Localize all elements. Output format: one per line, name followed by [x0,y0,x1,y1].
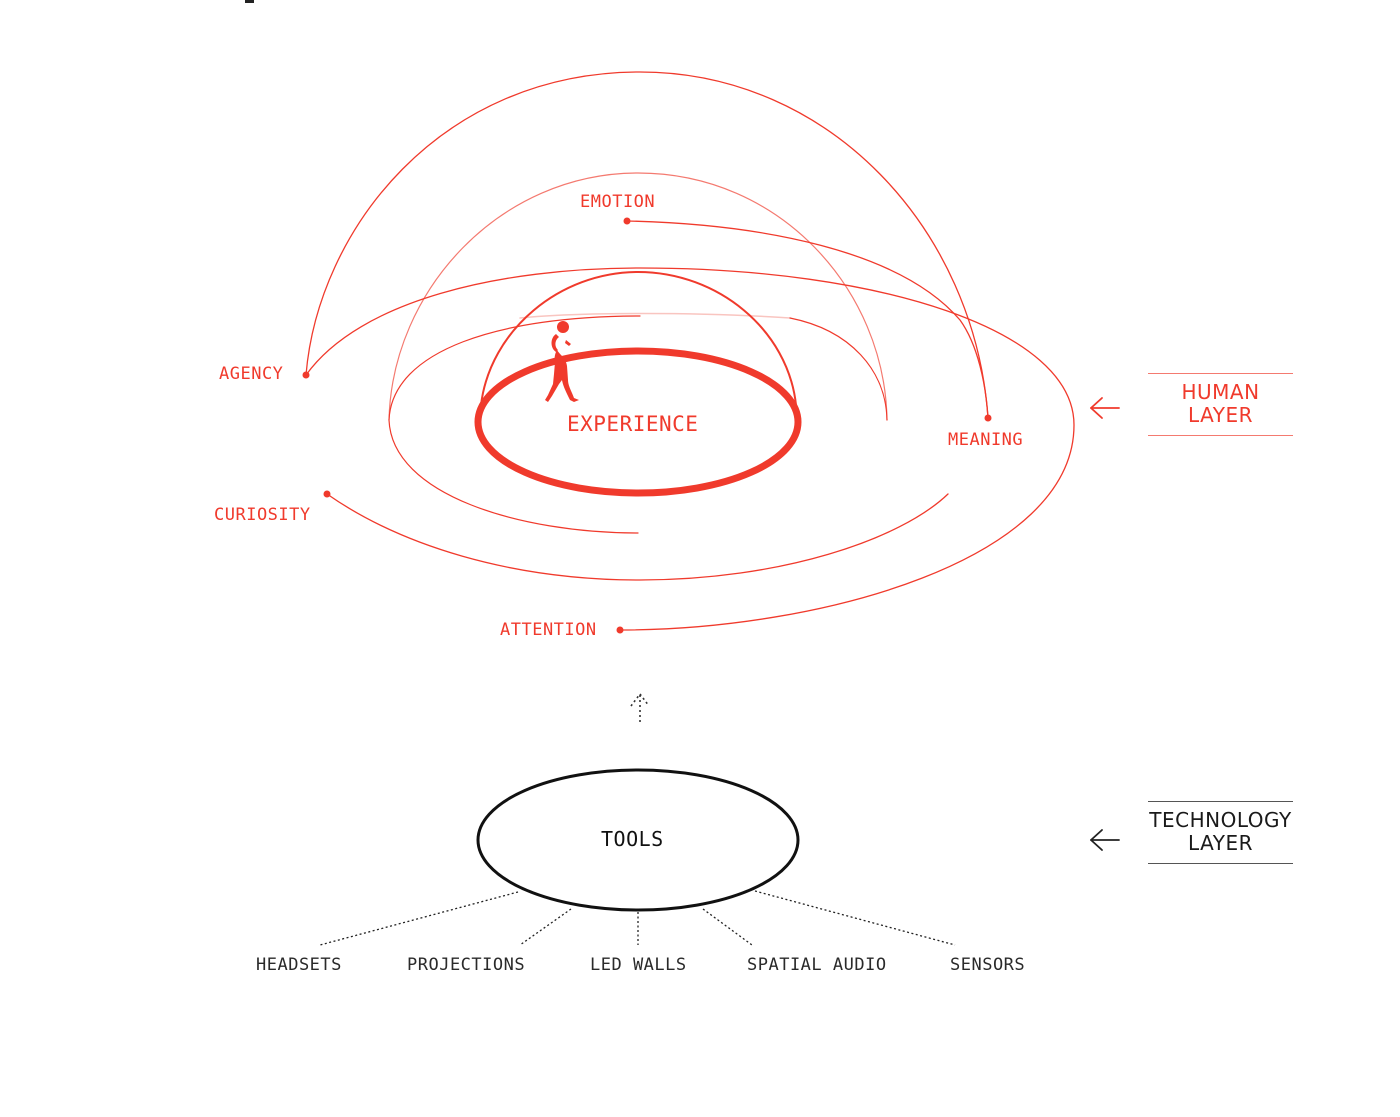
technology-layer-legend: TECHNOLOGY LAYER [1148,801,1293,864]
inner-orbit-top-faint [519,312,791,319]
human-layer-left-arrow-icon [1090,397,1120,419]
spatial-audio-connector [702,908,753,946]
inner-orbit-right [789,317,888,421]
sensors-label: SENSORS [950,955,1026,975]
meaning-label: MEANING [948,430,1024,450]
sensors-connector [754,890,956,946]
technology-layer-legend-line1: TECHNOLOGY [1149,808,1292,832]
emotion-meaning-curve [626,220,989,419]
tools-ellipse [476,768,800,912]
curiosity-dot [323,490,331,498]
technology-layer-left-arrow-icon [1090,829,1120,851]
top-edge-mark [245,0,254,3]
emotion-label: EMOTION [580,192,656,212]
human-layer-legend-line2: LAYER [1188,403,1253,427]
walking-person-icon [545,321,579,402]
headsets-connector [319,891,519,946]
inner-orbit-bottom [388,419,639,534]
agency-label: AGENCY [219,364,284,384]
attention-label: ATTENTION [500,620,597,640]
headsets-label: HEADSETS [256,955,342,975]
projections-label: PROJECTIONS [407,955,526,975]
attention-dot [616,626,624,634]
dotted-up-arrow-icon [630,692,650,722]
experience-dome [480,270,797,406]
technology-layer-legend-line2: LAYER [1188,831,1253,855]
experience-label: EXPERIENCE [567,412,699,436]
inner-orbit-left [388,315,641,421]
curiosity-orbit [326,493,949,581]
technology-layer-graphic [319,768,956,946]
emotion-dot [623,217,631,225]
agency-dot [302,371,310,379]
tools-label: TOOLS [601,827,664,851]
meaning-dot [984,414,992,422]
led-walls-label: LED WALLS [590,955,687,975]
agency-meaning-arch [305,71,989,419]
curiosity-label: CURIOSITY [214,505,311,525]
projections-connector [519,908,572,946]
human-layer-legend: HUMAN LAYER [1148,373,1293,436]
mid-dome-arc [388,172,888,421]
spatial-audio-label: SPATIAL AUDIO [747,955,887,975]
human-layer-graphic [302,71,1075,634]
experience-ring [474,347,802,497]
human-layer-legend-line1: HUMAN [1181,380,1260,404]
attention-agency-orbit [305,267,1075,631]
